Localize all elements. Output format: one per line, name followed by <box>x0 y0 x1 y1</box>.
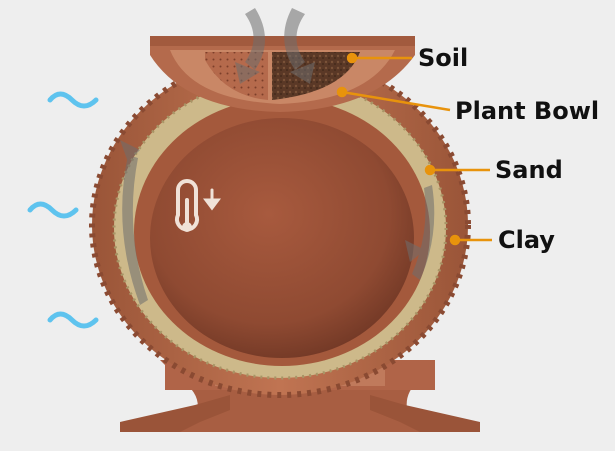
label-leaders <box>336 52 492 246</box>
label-sand: Sand <box>495 156 563 184</box>
label-clay: Clay <box>498 226 555 254</box>
down-arrow-icon <box>203 188 221 211</box>
label-plant-bowl: Plant Bowl <box>455 97 599 125</box>
storage-cavity <box>150 118 414 358</box>
air-wave-icon <box>27 91 99 329</box>
label-soil: Soil <box>418 44 468 72</box>
airflow-arrow-icon <box>120 8 435 305</box>
thermometer-icon <box>175 179 199 232</box>
